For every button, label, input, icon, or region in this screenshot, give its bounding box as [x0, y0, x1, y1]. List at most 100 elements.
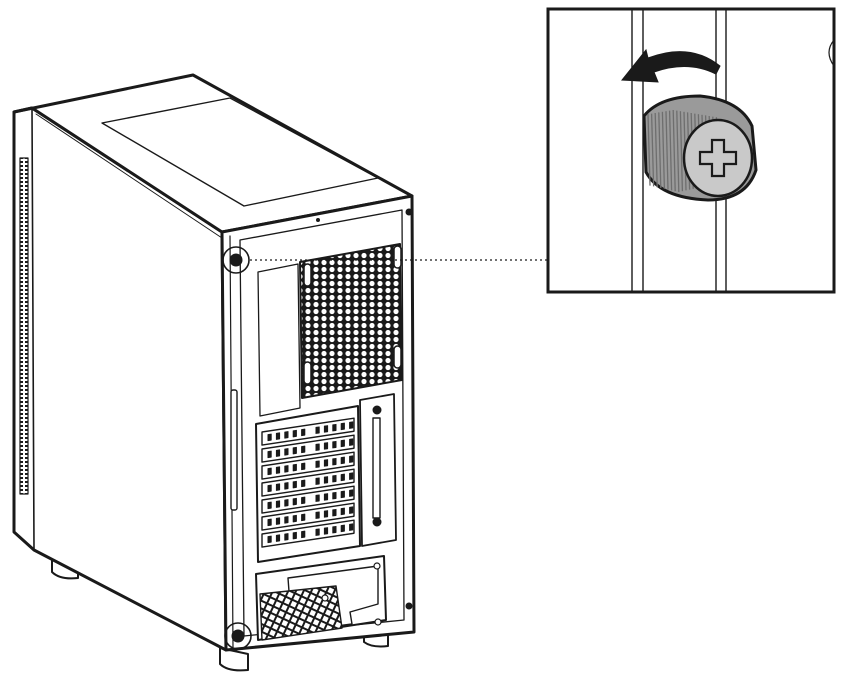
slot-vent-hole	[332, 440, 337, 449]
psu-screw	[321, 594, 329, 602]
slot-vent-hole	[332, 491, 337, 500]
slot-vent-hole	[292, 514, 297, 523]
panel-rivet	[405, 602, 413, 610]
slot-vent-hole	[284, 448, 289, 456]
slot-vent-hole	[323, 527, 329, 535]
slot-vent-hole	[349, 506, 354, 514]
slot-vent-hole	[315, 528, 320, 536]
slot-vent-hole	[301, 428, 306, 437]
panel-rivet	[316, 218, 320, 222]
slot-vent-hole	[315, 426, 320, 434]
slot-vent-hole	[349, 523, 354, 531]
pc-case-icon	[12, 73, 416, 672]
thumbscrew-bottom-highlight	[224, 622, 252, 650]
side-panel-edge	[31, 107, 35, 551]
knurl-ridge	[647, 114, 651, 186]
slot-vent-hole	[340, 456, 345, 465]
thumbscrew-icon	[642, 94, 758, 202]
fan-mount-slots	[303, 245, 402, 385]
knurl-ridge	[679, 111, 684, 192]
expansion-slot-cover	[261, 434, 355, 463]
slot-vent-hole	[349, 489, 354, 497]
knurl-ridge	[676, 110, 680, 193]
panel-rivet	[405, 208, 413, 216]
slot-vent-hole	[315, 477, 320, 485]
slot-vent-hole	[301, 496, 306, 505]
slot-vent-hole	[323, 476, 329, 484]
slot-vent-hole	[267, 518, 272, 527]
slot-vent-hole	[332, 457, 337, 466]
expansion-slot-cover	[261, 519, 355, 548]
knurl-ridge	[672, 109, 676, 192]
slot-vent-hole	[323, 493, 329, 501]
case-foot	[219, 647, 249, 672]
slot-vent-hole	[267, 467, 272, 476]
slot-vent-hole	[340, 490, 345, 499]
slot-vent-hole	[332, 423, 337, 432]
expansion-slot-cover	[261, 468, 355, 497]
knurl-ridge	[668, 110, 673, 191]
slot-vent-hole	[275, 534, 281, 542]
slot-vent-hole	[275, 483, 281, 491]
knurl-ridge	[650, 113, 655, 187]
io-shield-area	[257, 263, 301, 417]
slot-vent-hole	[292, 531, 297, 540]
slot-vent-hole	[267, 450, 272, 459]
knurl-ridge	[661, 111, 666, 189]
bracket-screw	[372, 517, 382, 527]
slot-vent-hole	[315, 511, 320, 519]
slot-vent-hole	[315, 460, 320, 468]
slot-vent-hole	[301, 462, 306, 471]
slot-vent-hole	[340, 524, 345, 533]
slot-vent-hole	[292, 446, 297, 455]
slot-vent-hole	[301, 445, 306, 454]
slot-vent-hole	[323, 425, 329, 433]
slot-vent-hole	[275, 517, 281, 525]
slot-vent-hole	[332, 474, 337, 483]
knurl-ridge	[665, 111, 669, 190]
slot-vent-hole	[349, 421, 354, 429]
slot-vent-hole	[284, 499, 289, 507]
slot-vent-hole	[292, 480, 297, 489]
slot-vent-hole	[340, 473, 345, 482]
slot-vent-hole	[340, 439, 345, 448]
psu-screw	[373, 562, 381, 570]
rear-fan-mesh	[299, 243, 403, 399]
expansion-slot-cover	[261, 417, 355, 446]
slot-vent-hole	[284, 533, 289, 541]
top-panel-inset	[101, 97, 379, 207]
slot-vent-hole	[275, 500, 281, 508]
slot-vent-hole	[292, 429, 297, 438]
slot-vent-hole	[275, 449, 281, 457]
psu-mesh	[259, 585, 343, 641]
slot-vent-hole	[323, 510, 329, 518]
thumbscrew-detail-callout	[546, 7, 836, 294]
rear-panel-inner-frame	[239, 209, 405, 637]
phillips-cross-icon	[698, 138, 738, 178]
slot-vent-hole	[284, 431, 289, 439]
slot-vent-hole	[301, 513, 306, 522]
slot-vent-hole	[267, 501, 272, 510]
side-latch	[230, 389, 238, 511]
knurl-ridge	[654, 112, 658, 188]
vertical-gpu-slot	[372, 417, 381, 519]
knurl-ridge	[658, 112, 662, 189]
slot-vent-hole	[275, 432, 281, 440]
expansion-slot-cover	[261, 485, 355, 514]
slot-vent-hole	[301, 530, 306, 539]
slot-vent-hole	[349, 438, 354, 446]
expansion-slots	[261, 417, 355, 548]
slot-vent-hole	[267, 535, 272, 544]
counterclockwise-arrow-icon	[621, 48, 721, 83]
side-vent	[19, 157, 29, 495]
slot-vent-hole	[323, 442, 329, 450]
slot-vent-hole	[275, 466, 281, 474]
slot-vent-hole	[349, 455, 354, 463]
slot-vent-hole	[284, 482, 289, 490]
thumbscrew-top	[229, 253, 243, 267]
slot-vent-hole	[315, 443, 320, 451]
thumbscrew-bottom	[231, 629, 245, 643]
slot-vent-hole	[340, 507, 345, 516]
slot-vent-hole	[349, 472, 354, 480]
slot-vent-hole	[340, 422, 345, 431]
